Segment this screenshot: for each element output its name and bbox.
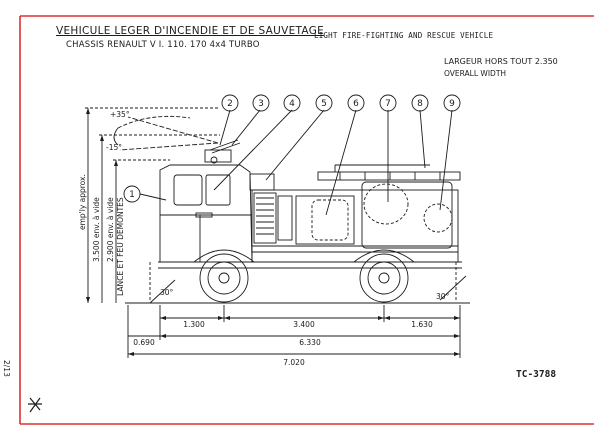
drawing-title-fr: VEHICULE LEGER D'INCENDIE ET DE SAUVETAG…	[56, 25, 325, 37]
roof-monitor	[204, 139, 241, 164]
document-reference: TC-3788	[516, 369, 557, 380]
approach-angle-line	[149, 279, 176, 304]
angle-boom-up: +35°	[110, 110, 130, 119]
stamp-mark	[28, 397, 42, 413]
callout-label-4: 4	[289, 99, 295, 109]
callout-label-7: 7	[385, 99, 391, 109]
sheet-border	[19, 15, 594, 425]
dim-body-length: 6.330	[299, 338, 321, 347]
drawing-title-en: LIGHT FIRE-FIGHTING AND RESCUE VEHICLE	[314, 31, 494, 40]
dimension-arrowheads	[86, 108, 460, 356]
lance-removed-note: LANCE ET FEU DEMONTES	[116, 197, 125, 296]
callout-label-3: 3	[258, 99, 264, 109]
height-dimension-lines	[85, 107, 220, 303]
height-label-lance: 2.900 env. à vide	[106, 197, 115, 262]
angle-approach: 30°	[160, 288, 174, 297]
callout-label-9: 9	[449, 99, 455, 109]
callout-label-5: 5	[321, 99, 327, 109]
dim-rear-overhang: 1.630	[411, 320, 433, 329]
callout-label-2: 2	[227, 99, 233, 109]
vehicle-cab	[159, 164, 253, 263]
callout-circles	[123, 94, 461, 203]
callout-label-6: 6	[353, 99, 359, 109]
height-label-loaded: emp'ly approx.	[78, 174, 87, 230]
rear-wheel	[353, 249, 415, 303]
page-number: 2/13	[2, 360, 11, 377]
vehicle-body	[249, 173, 459, 263]
angle-departure: 30°	[436, 292, 450, 301]
dim-wheelbase: 3.400	[293, 320, 315, 329]
callout-label-8: 8	[417, 99, 423, 109]
callout-label-1: 1	[129, 190, 135, 200]
roof-ladder	[317, 164, 461, 181]
drawing-subtitle-fr: CHASSIS RENAULT V I. 110. 170 4x4 TURBO	[66, 40, 260, 50]
front-wheel	[193, 249, 255, 303]
lance-arc	[113, 115, 219, 151]
overall-width-en: OVERALL WIDTH	[444, 69, 507, 78]
departure-angle-line	[439, 275, 467, 301]
dim-overall-length: 7.020	[283, 358, 305, 367]
angle-boom-down: -15°	[106, 143, 122, 152]
length-dimension-lines	[127, 305, 461, 358]
callout-leaders	[139, 109, 453, 216]
height-label-empty: 3.500 env. à vide	[92, 197, 101, 262]
dim-front-axle: 1.300	[183, 320, 205, 329]
dim-front-overhang: 0.690	[133, 338, 155, 347]
overall-width-fr: LARGEUR HORS TOUT 2.350	[444, 57, 558, 66]
